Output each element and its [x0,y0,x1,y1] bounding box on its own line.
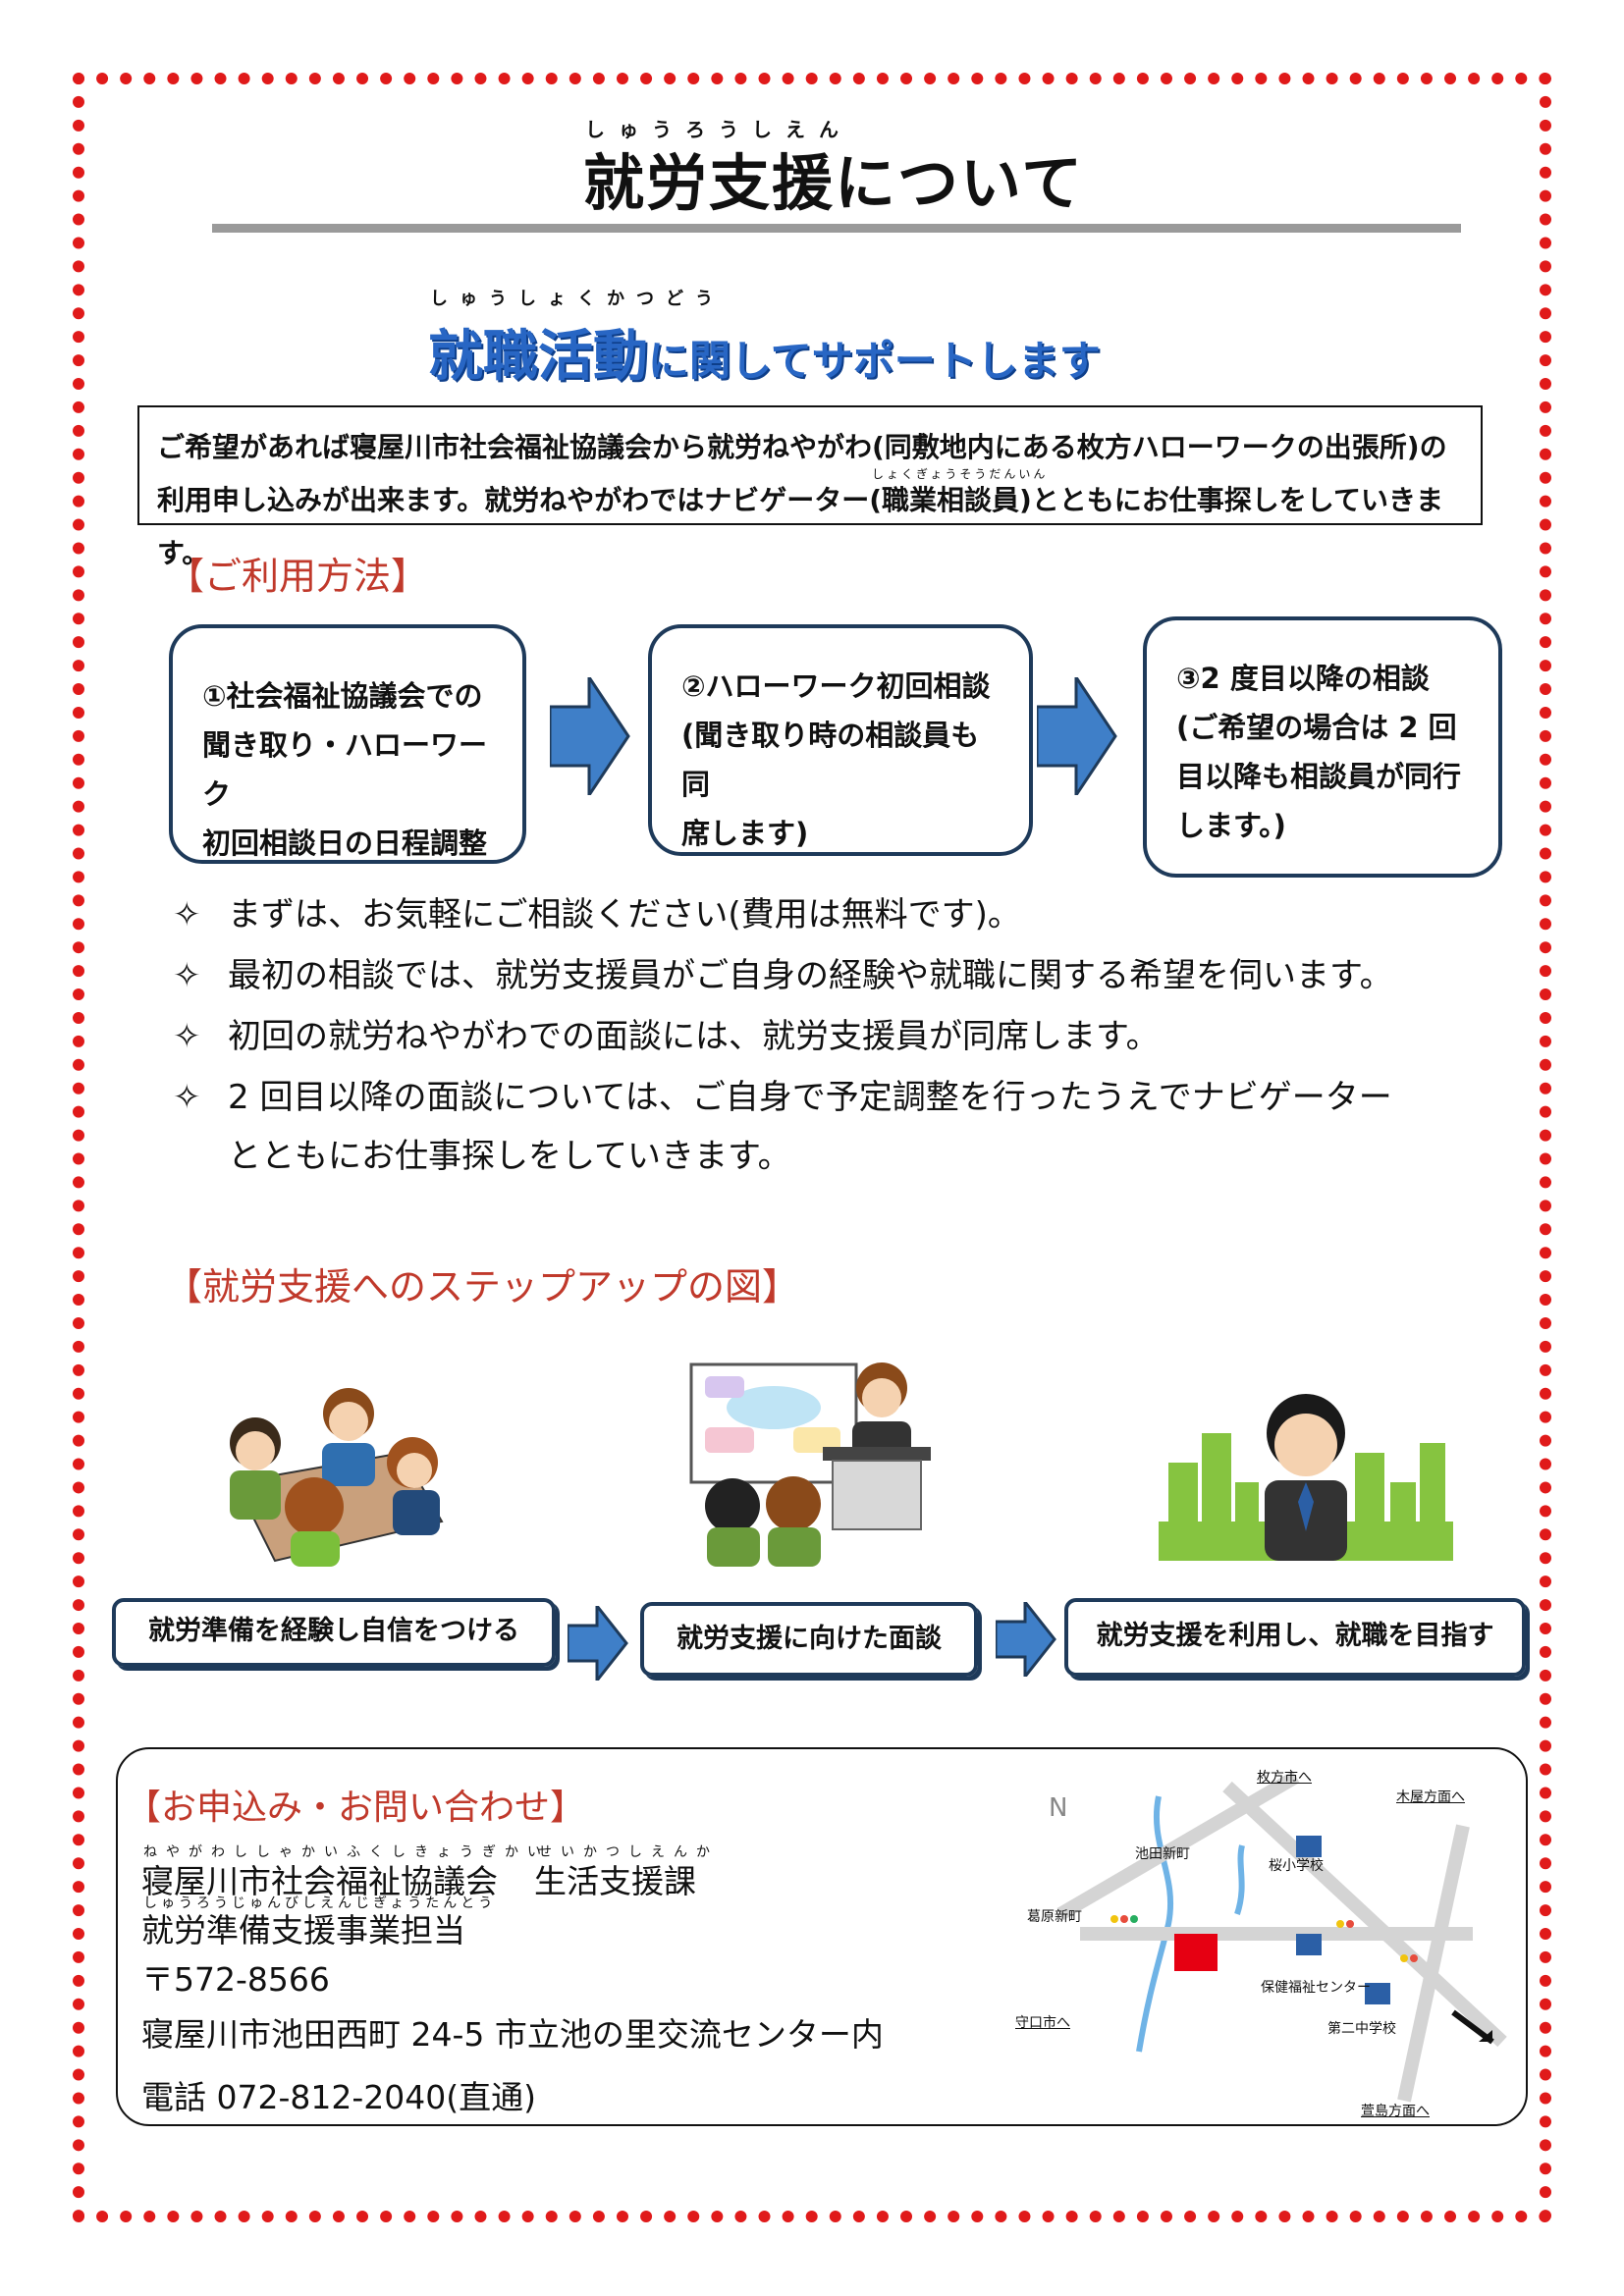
arrow-right-icon [550,677,630,795]
step-2-line: ②ハローワーク初回相談 [681,669,991,703]
arrow-right-icon [996,1602,1056,1677]
map-label-ikeda: 池田新町 [1135,1846,1190,1862]
usage-step-1: ①社会福祉協議会での 聞き取り・ハローワーク 初回相談日の日程調整 [169,624,526,864]
diamond-star-icon: ✧ [173,895,201,934]
contact-box [116,1747,1528,2126]
dept-ruby: せいかつしえんか [538,1844,719,1860]
bullet-item: ✧ 最初の相談では、就労支援員がご自身の経験や就職に関する希望を伺います。 [173,956,1393,995]
interview-illustration [689,1362,931,1567]
bullet-text: 2 回目以降の面談については、ご自身で予定調整を行ったうえでナビゲーター [228,1078,1392,1117]
map-label-hoken: 保健福祉センター [1261,1980,1371,1996]
intro-line-1: ご希望があれば寝屋川市社会福祉協議会から就労ねやがわ(同敷地内にある枚方ハローワ… [157,431,1447,463]
title-rule [212,224,1461,233]
intro-box: ご希望があれば寝屋川市社会福祉協議会から就労ねやがわ(同敷地内にある枚方ハローワ… [137,405,1483,569]
map-label-sakura: 桜小学校 [1269,1858,1324,1874]
access-map: N [1049,1770,1507,2103]
org-name: 寝屋川市社会福祉協議会 [141,1862,498,1900]
subtitle: 就職活動に関してサポートします [428,312,1101,392]
map-label-hirakata: 枚方市へ [1257,1770,1312,1786]
usage-step-2: ②ハローワーク初回相談 (聞き取り時の相談員も同 席します) [648,624,1033,856]
org-ruby: ねやがわししゃかいふくしきょうぎかい [143,1844,550,1860]
arrow-right-icon [1037,677,1117,795]
arrow-right-icon [568,1606,628,1681]
intro-line-2: 利用申し込みが出来ます。就労ねやがわではナビゲーター(職業相談員)とともにお仕事… [157,484,1443,569]
map-label-kiya: 木屋方面へ [1396,1789,1465,1805]
step-3-line: ③2 度目以降の相談 [1176,662,1430,695]
address: 寝屋川市池田西町 24-5 市立池の里交流センター内 [141,2015,884,2054]
map-label-kayashima: 萱島方面へ [1361,2104,1430,2119]
step-2-line: 席します) [681,817,809,850]
stepup-label-2: 就労支援に向けた面談 [640,1602,978,1677]
stepup-heading: 【就労支援へのステップアップの図】 [165,1265,800,1308]
building-icon [1296,1934,1322,1955]
diamond-star-icon: ✧ [173,1017,201,1056]
step-1-line: 初回相談日の日程調整 [202,827,488,860]
stepup-label-3: 就労支援を利用し、就職を目指す [1064,1598,1526,1677]
title-rest: について [835,147,1085,219]
bullet-item: ✧ 初回の就労ねやがわでの面談には、就労支援員が同席します。 [173,1017,1160,1056]
group-meeting-illustration [230,1388,444,1567]
section-name: 就労準備支援事業担当 [141,1911,465,1949]
page-title: 就労支援について [583,133,1084,222]
subtitle-ruby: しゅうしょくかつどう [430,289,725,309]
bullet-item: ✧ 2 回目以降の面談については、ご自身で予定調整を行ったうえでナビゲーター [173,1078,1392,1117]
bullet-text: まずは、お気軽にご相談ください(費用は無料です)。 [228,895,1021,934]
diamond-star-icon: ✧ [173,1078,201,1117]
dotted-border [73,73,1551,2222]
diamond-star-icon: ✧ [173,956,201,995]
phone[interactable]: 電話 072-812-2040(直通) [141,2078,537,2116]
step-3-line: (ご希望の場合は 2 回 [1176,711,1457,744]
bullet-continuation: とともにお仕事探しをしていきます。 [228,1137,791,1176]
postal-code: 〒572-8566 [141,1960,330,1999]
map-label-kadohara: 葛原新町 [1027,1909,1082,1925]
svg-text:N: N [1049,1793,1067,1823]
map-label-moriguchi: 守口市へ [1015,2015,1070,2031]
step-3-line: 目以降も相談員が同行 [1176,760,1462,793]
intro-ruby: しょくぎょうそうだんいん [872,467,1049,481]
map-label-daini: 第二中学校 [1327,2021,1396,2037]
subtitle-main: 就職活動 [428,325,648,389]
stepup-label-1: 就労準備を経験し自信をつける [112,1598,556,1667]
school-icon [1296,1836,1322,1857]
bullet-item: ✧ まずは、お気軽にご相談ください(費用は無料です)。 [173,895,1021,934]
usage-heading: 【ご利用方法】 [167,555,429,598]
contact-heading: 【お申込み・お問い合わせ】 [126,1788,586,1828]
school-icon [1365,1983,1390,2004]
subtitle-rest: に関してサポートします [648,337,1101,385]
usage-step-3: ③2 度目以降の相談 (ご希望の場合は 2 回 目以降も相談員が同行 します。) [1143,616,1502,878]
bullet-text: 初回の就労ねやがわでの面談には、就労支援員が同席します。 [228,1017,1160,1056]
title-main: 就労支援 [583,147,836,219]
dept-name: 生活支援課 [534,1862,696,1900]
bullet-text: 最初の相談では、就労支援員がご自身の経験や就職に関する希望を伺います。 [228,956,1393,995]
title-ruby: しゅうろうしえん [585,118,852,141]
step-1-line: ①社会福祉協議会での [202,679,483,713]
step-2-line: (聞き取り時の相談員も同 [681,719,980,801]
city-job-illustration [1159,1394,1453,1561]
section-ruby: しゅうろうじゅんびしえんじぎょうたんとう [143,1896,497,1911]
step-1-line: 聞き取り・ハローワーク [202,728,488,811]
step-3-line: します。) [1176,809,1286,842]
